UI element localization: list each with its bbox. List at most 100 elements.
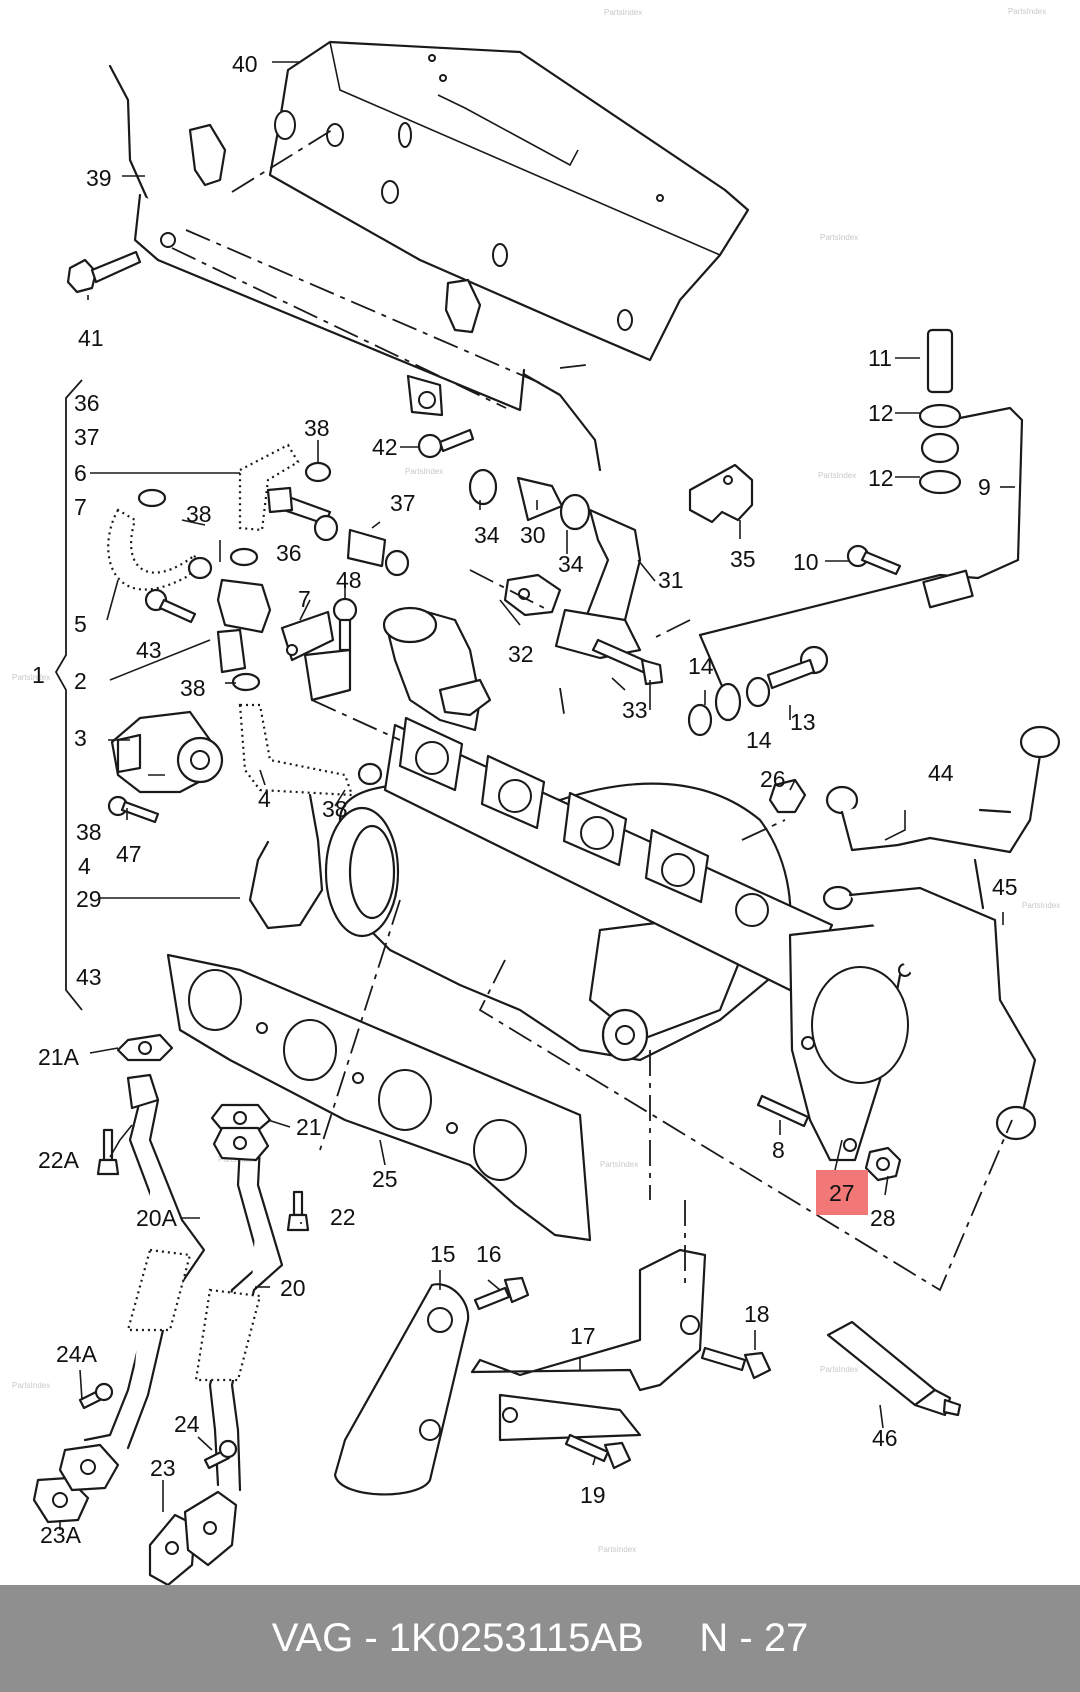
turbocharger-manifold <box>324 606 834 1062</box>
label-39: 39 <box>86 165 112 191</box>
watermark-text: PartsIndex <box>1022 901 1060 910</box>
label-38a: 38 <box>304 415 330 441</box>
bolt-24A <box>78 1382 114 1410</box>
label-9: 9 <box>978 474 991 500</box>
gasket-23 <box>148 1513 197 1585</box>
connector-2 <box>216 628 247 674</box>
bracket-17 <box>470 1248 707 1442</box>
label-12a: 12 <box>868 400 894 426</box>
gasket-22-flange <box>212 1126 270 1162</box>
footer-position-prefix: N - <box>699 1616 764 1660</box>
flange-24 <box>183 1490 238 1567</box>
highlight-box <box>816 1170 868 1215</box>
oil-pipe-20A <box>83 1073 206 1450</box>
label-37a: 37 <box>74 424 100 450</box>
banjo-bolt-13 <box>687 645 829 737</box>
label-25: 25 <box>372 1166 398 1192</box>
label-40: 40 <box>232 51 258 77</box>
label-23A: 23A <box>40 1522 82 1548</box>
label-24: 24 <box>174 1411 200 1437</box>
label-15: 15 <box>430 1241 456 1267</box>
label-47: 47 <box>116 841 142 867</box>
coolant-pipe-45 <box>822 858 1037 1141</box>
bolt-41 <box>66 250 142 294</box>
clamp-38 <box>137 461 383 786</box>
watermark-text: PartsIndex <box>600 1160 638 1169</box>
label-8: 8 <box>772 1137 785 1163</box>
label-4b: 4 <box>78 853 91 879</box>
oil-line-9 <box>698 328 1024 717</box>
exploded-parts-diagram: PartsIndex PartsIndex PartsIndex PartsIn… <box>12 7 1060 1585</box>
label-38e: 38 <box>76 819 102 845</box>
callout-labels: 40 39 41 11 12 12 9 36 37 42 38 6 7 38 3… <box>32 51 1018 1548</box>
label-28: 28 <box>870 1205 896 1231</box>
label-19: 19 <box>580 1482 606 1508</box>
label-5: 5 <box>74 611 87 637</box>
vacuum-pipe-31 <box>468 468 642 660</box>
label-14a: 14 <box>688 653 714 679</box>
label-48: 48 <box>336 567 362 593</box>
label-36b: 36 <box>276 540 302 566</box>
hose-6 <box>238 443 300 532</box>
watermark-text: PartsIndex <box>12 1381 50 1390</box>
hose-5 <box>107 508 197 591</box>
bolt-43 <box>144 588 197 624</box>
screw-48 <box>332 597 358 652</box>
label-35: 35 <box>730 546 756 572</box>
bracket-7b <box>303 648 352 702</box>
bolt-22A <box>96 1128 120 1176</box>
label-32: 32 <box>508 641 534 667</box>
hose-4 <box>238 703 354 797</box>
label-43b: 43 <box>76 964 102 990</box>
label-44: 44 <box>928 760 954 786</box>
label-34b: 34 <box>558 551 584 577</box>
bolt-24 <box>203 1439 238 1470</box>
label-34a: 34 <box>474 522 500 548</box>
watermark-text: PartsIndex <box>598 1545 636 1554</box>
oil-supply-rail <box>108 64 602 472</box>
label-38d: 38 <box>322 796 348 822</box>
label-4a: 4 <box>258 786 271 812</box>
watermark-text: PartsIndex <box>12 673 50 682</box>
bolt-10 <box>846 544 902 576</box>
oil-pipe-20 <box>194 1143 284 1492</box>
label-3: 3 <box>74 725 87 751</box>
watermark-text: PartsIndex <box>1008 7 1046 16</box>
assembly-centerlines <box>171 129 1013 1292</box>
label-13: 13 <box>790 709 816 735</box>
watermark-text: PartsIndex <box>604 8 642 17</box>
label-23: 23 <box>150 1455 176 1481</box>
watermark-text: PartsIndex <box>405 467 443 476</box>
footer-position: 27 <box>763 1616 809 1660</box>
support-15 <box>333 1283 470 1496</box>
leader-lines <box>59 61 1015 1530</box>
footer-brand: VAG <box>271 1616 354 1660</box>
label-37b: 37 <box>390 490 416 516</box>
label-31: 31 <box>658 567 684 593</box>
gasket-25 <box>166 953 592 1242</box>
label-7a: 7 <box>74 494 87 520</box>
label-22: 22 <box>330 1204 356 1230</box>
label-38b: 38 <box>186 501 212 527</box>
label-45: 45 <box>992 874 1018 900</box>
label-22A: 22A <box>38 1147 80 1173</box>
diverter-valve-3 <box>110 710 224 794</box>
label-10: 10 <box>793 549 819 575</box>
fitting-37 <box>346 528 410 577</box>
gasket-21A <box>116 1033 174 1062</box>
footer-gap <box>644 1616 700 1661</box>
label-41: 41 <box>78 325 104 351</box>
bracket-35 <box>688 463 754 524</box>
label-46: 46 <box>872 1425 898 1451</box>
label-42: 42 <box>372 434 398 460</box>
label-20: 20 <box>280 1275 306 1301</box>
gasket-27 <box>788 918 927 1162</box>
gasket-32 <box>503 573 562 617</box>
heat-shield <box>268 40 750 362</box>
label-33: 33 <box>622 697 648 723</box>
label-36a: 36 <box>74 390 100 416</box>
bolt-16 <box>473 1276 530 1311</box>
label-20A: 20A <box>136 1205 178 1231</box>
label-6: 6 <box>74 460 87 486</box>
bolt-47 <box>107 795 160 824</box>
